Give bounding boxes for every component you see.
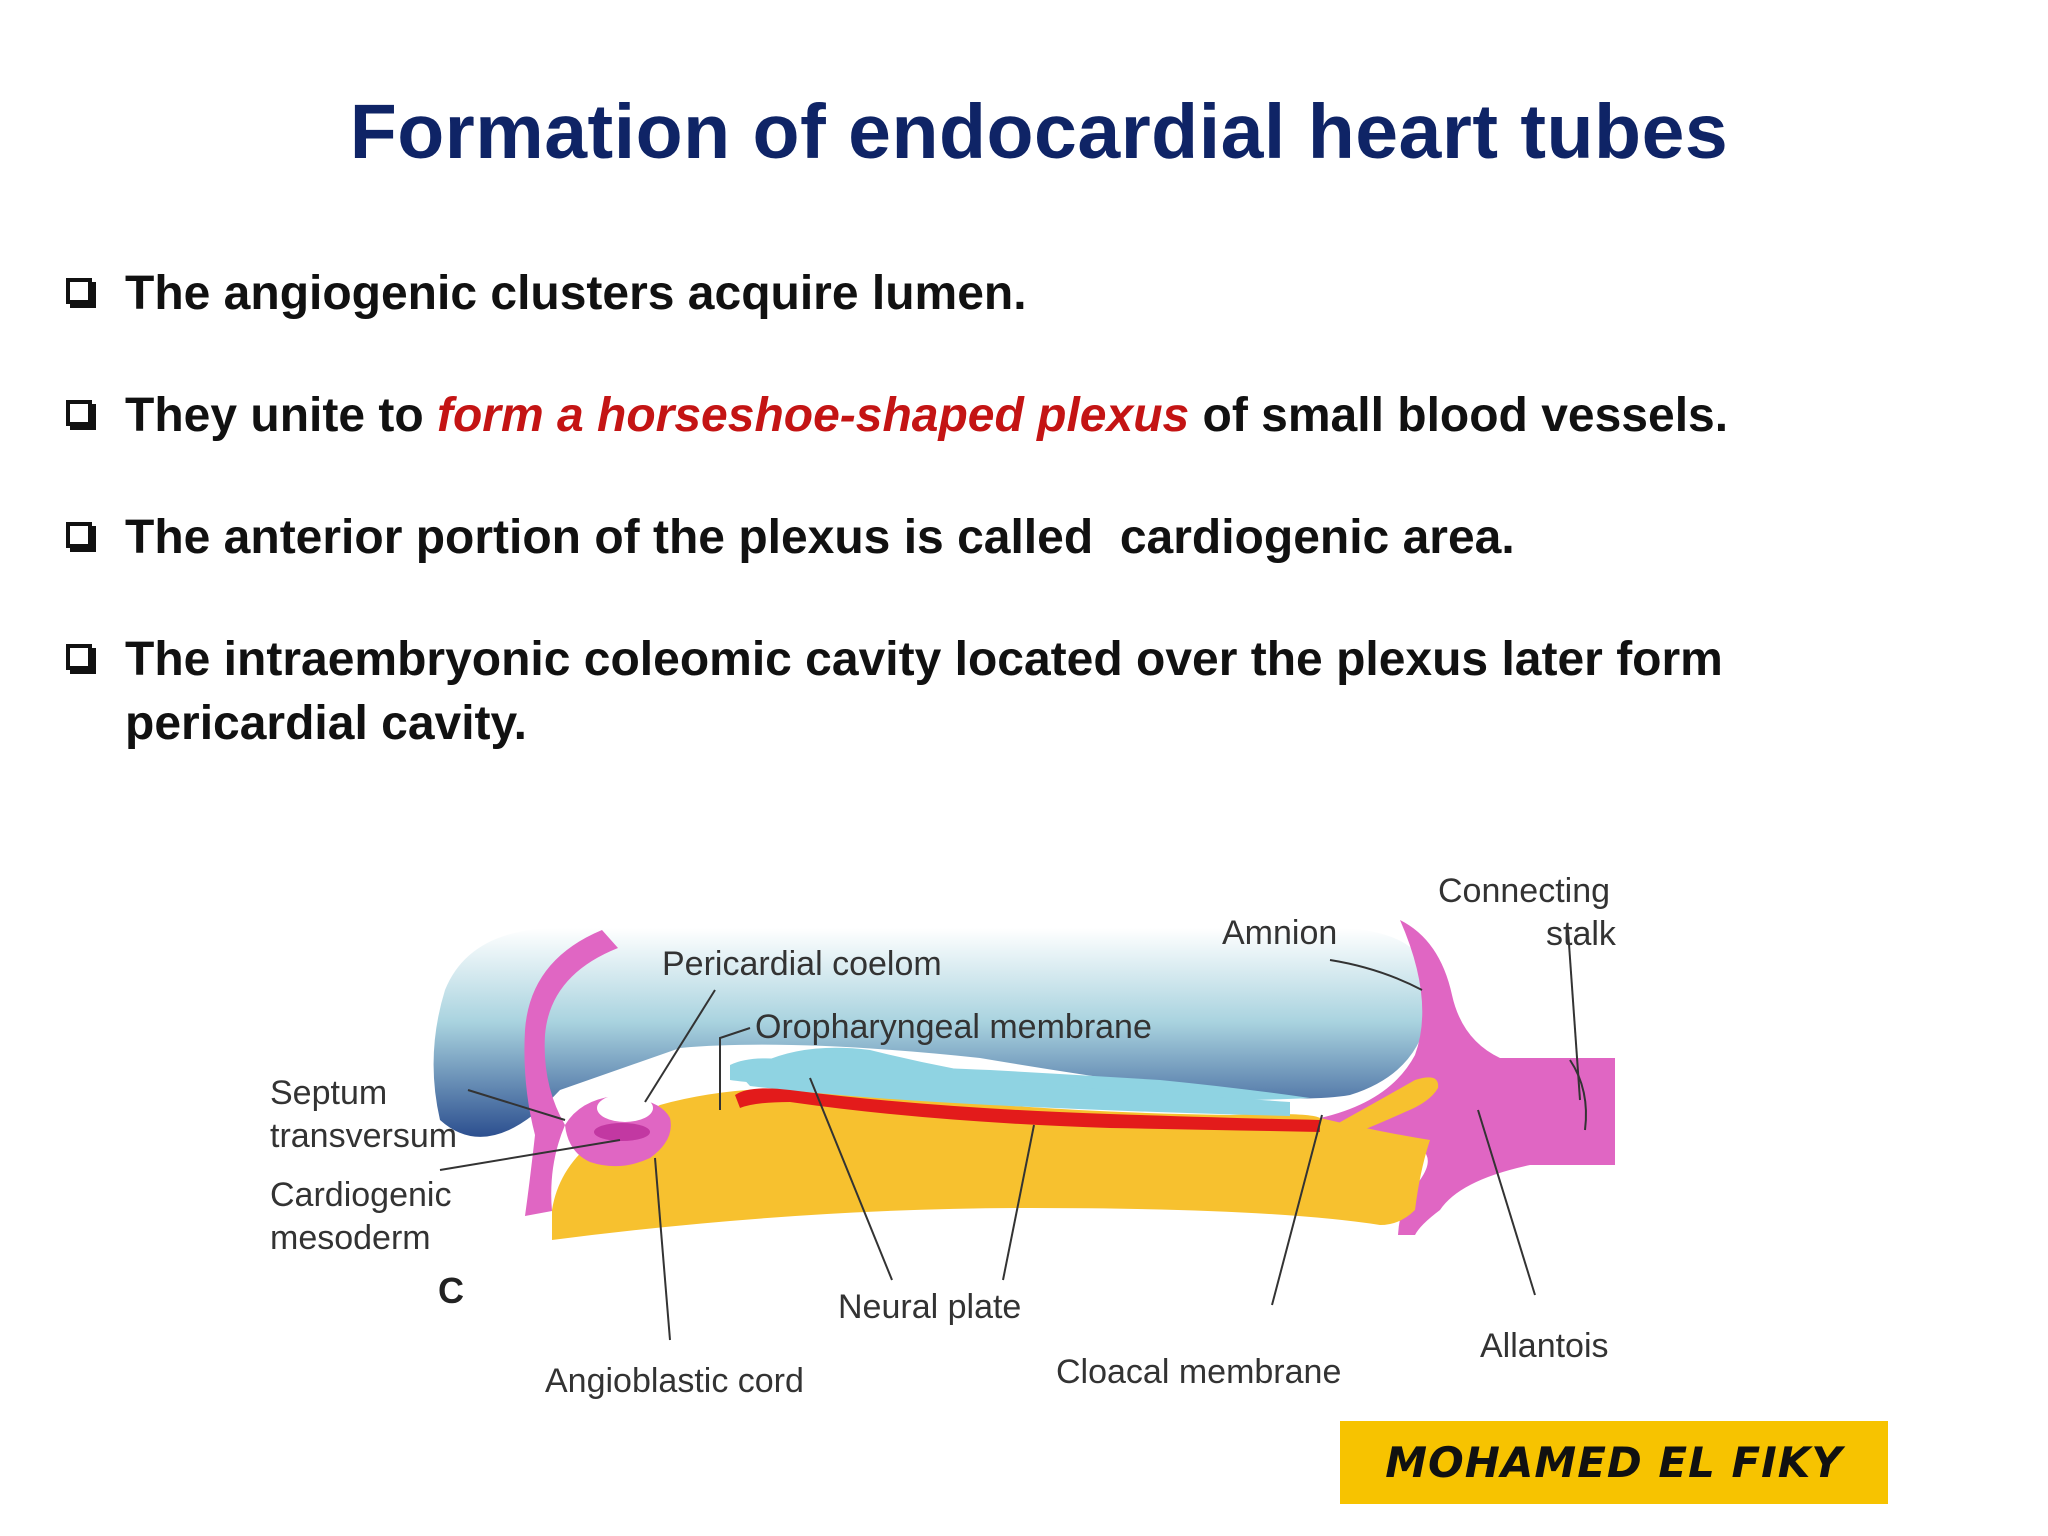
- author-badge: MOHAMED EL FIKY: [1340, 1421, 1888, 1504]
- neural-plate-top: [740, 1047, 1290, 1116]
- bullet-text-before: They unite to: [125, 389, 437, 442]
- label-cardiogenic-1: Cardiogenic: [270, 1176, 451, 1214]
- label-angioblastic-cord: Angioblastic cord: [545, 1362, 804, 1400]
- angioblastic-cords: [594, 1123, 650, 1141]
- ectoderm-layer: [524, 930, 618, 1216]
- bullet-text: The anterior portion of the plexus is ca…: [125, 511, 1515, 564]
- author-name: MOHAMED EL FIKY: [1385, 1438, 1843, 1487]
- label-pericardial-coelom: Pericardial coelom: [662, 945, 942, 983]
- label-amnion: Amnion: [1222, 914, 1337, 952]
- bullet-text: The angiogenic clusters acquire lumen.: [125, 267, 1027, 320]
- label-connecting-stalk-1: Connecting: [1438, 872, 1610, 910]
- pericardial-coelom-cavity: [597, 1094, 653, 1122]
- label-cardiogenic-2: mesoderm: [270, 1219, 431, 1257]
- label-panel-letter: C: [438, 1270, 464, 1311]
- embryo-diagram-svg: Pericardial coelom Oropharyngeal membran…: [270, 872, 1617, 1400]
- label-neural-plate: Neural plate: [838, 1288, 1021, 1326]
- label-septum-2: transversum: [270, 1117, 457, 1155]
- bullet-text: The intraembryonic coleomic cavity locat…: [125, 628, 1925, 756]
- label-allantois: Allantois: [1480, 1327, 1609, 1365]
- bullet-text: They unite to form a horseshoe-shaped pl…: [125, 384, 1925, 448]
- bullet-text-line2: pericardial cavity.: [125, 697, 527, 750]
- checkbox-icon: [66, 400, 92, 426]
- checkbox-icon: [66, 278, 92, 304]
- slide-title: Formation of endocardial heart tubes: [349, 89, 1729, 175]
- connecting-stalk-wall: [1320, 920, 1615, 1235]
- cardiogenic-layer: [735, 1088, 1320, 1132]
- leader-lines: [439, 929, 1587, 1341]
- bullet-text-line1: The intraembryonic coleomic cavity locat…: [125, 633, 1723, 686]
- bullet-text-after: of small blood vessels.: [1189, 389, 1729, 442]
- checkbox-icon: [66, 644, 92, 670]
- label-cloacal-membrane: Cloacal membrane: [1056, 1353, 1341, 1391]
- label-oropharyngeal-membrane: Oropharyngeal membrane: [755, 1008, 1152, 1046]
- embryo-diagram: Pericardial coelom Oropharyngeal membran…: [230, 840, 1670, 1400]
- label-septum-1: Septum: [270, 1074, 387, 1112]
- bullet-highlight: form a horseshoe-shaped plexus: [437, 389, 1190, 442]
- label-connecting-stalk-2: stalk: [1546, 915, 1617, 953]
- allantois: [1335, 1077, 1439, 1138]
- checkbox-icon: [66, 522, 92, 548]
